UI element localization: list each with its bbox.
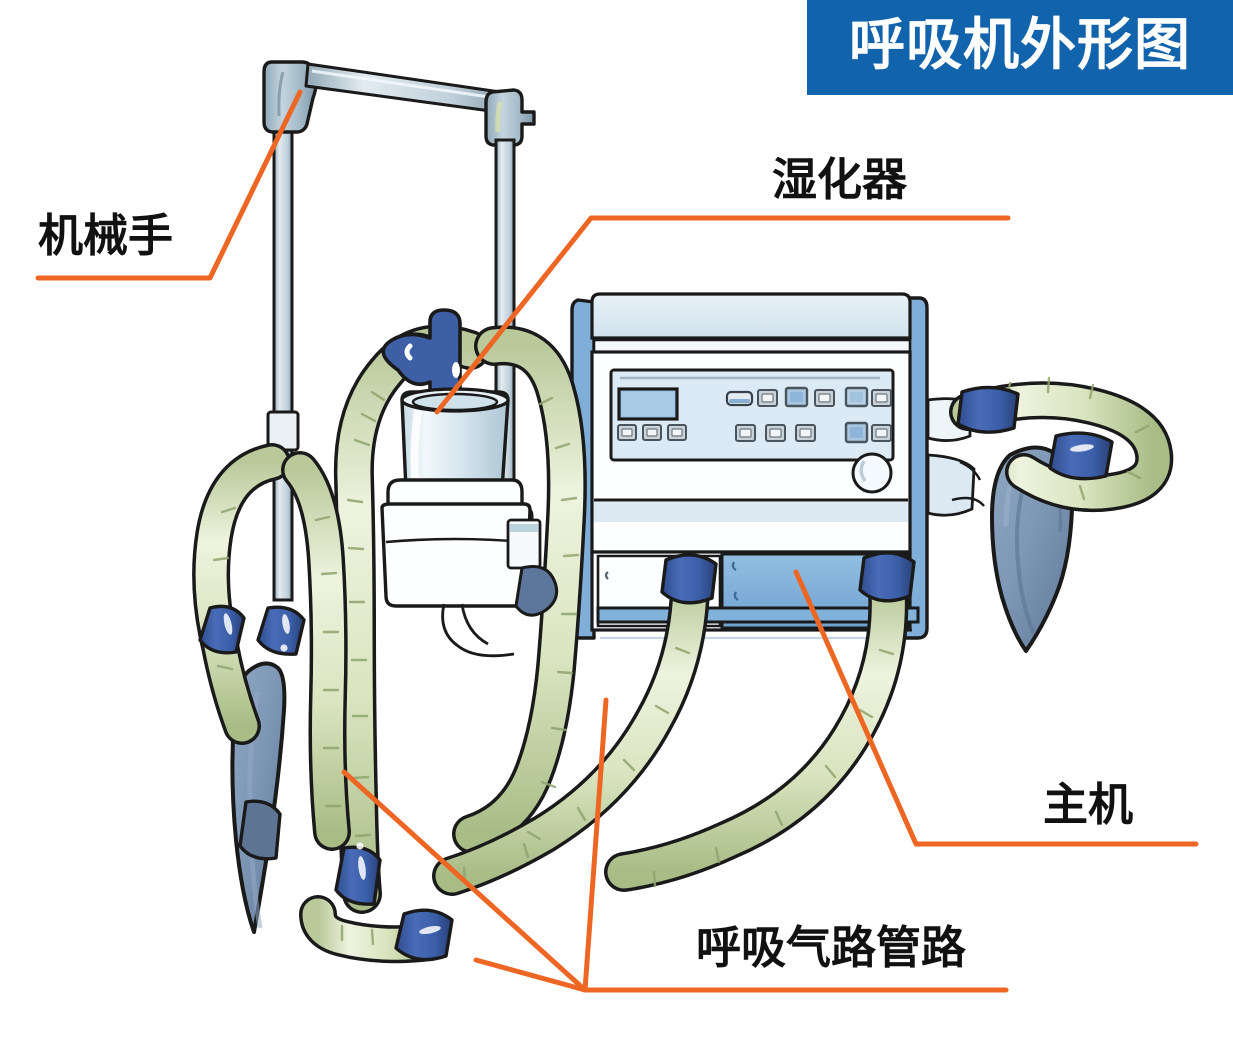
- control-panel[interactable]: [609, 368, 895, 462]
- panel-button: [871, 424, 892, 442]
- lcd-display: [617, 387, 679, 421]
- panel-button: [735, 424, 756, 442]
- panel-button: [617, 424, 637, 441]
- panel-button-cluster-top[interactable]: [725, 386, 892, 408]
- leader-humidifier: [434, 215, 1011, 415]
- leader-circuit-branch-1: [582, 697, 609, 993]
- panel-button: [757, 389, 778, 407]
- panel-button: [765, 424, 786, 442]
- callout-leader-lines: [35, 89, 1199, 993]
- title-banner: 呼吸机外形图: [807, 0, 1233, 95]
- indicator-button: [844, 421, 869, 444]
- slider-control: [725, 390, 754, 407]
- leader-robotic-arm: [35, 89, 303, 281]
- tube-cuff: [198, 332, 1114, 962]
- leader-circuit-branch-2: [473, 957, 588, 993]
- indicator-button: [784, 386, 809, 408]
- callout-label-robotic-arm: 机械手: [38, 210, 174, 261]
- callout-label-humidifier: 湿化器: [772, 154, 908, 205]
- panel-button: [871, 389, 892, 407]
- breathing-circuit-tubing: [192, 324, 1174, 964]
- display-row-buttons[interactable]: [617, 424, 687, 441]
- leader-main-unit: [793, 569, 1199, 847]
- panel-button: [667, 424, 687, 441]
- panel-button: [795, 424, 816, 442]
- rotary-knob[interactable]: [851, 452, 893, 494]
- humidifier-assembly: [380, 308, 559, 658]
- page-title: 呼吸机外形图: [849, 12, 1191, 76]
- panel-button: [642, 424, 662, 441]
- panel-button-cluster-bottom[interactable]: [735, 421, 892, 444]
- leader-circuit-branch-3: [341, 769, 588, 993]
- indicator-button: [844, 386, 869, 408]
- callout-label-main-unit: 主机: [1043, 779, 1134, 830]
- callout-label-breathing-circuit: 呼吸气路管路: [696, 922, 967, 973]
- main-unit-body: [570, 292, 929, 640]
- panel-button: [814, 389, 835, 407]
